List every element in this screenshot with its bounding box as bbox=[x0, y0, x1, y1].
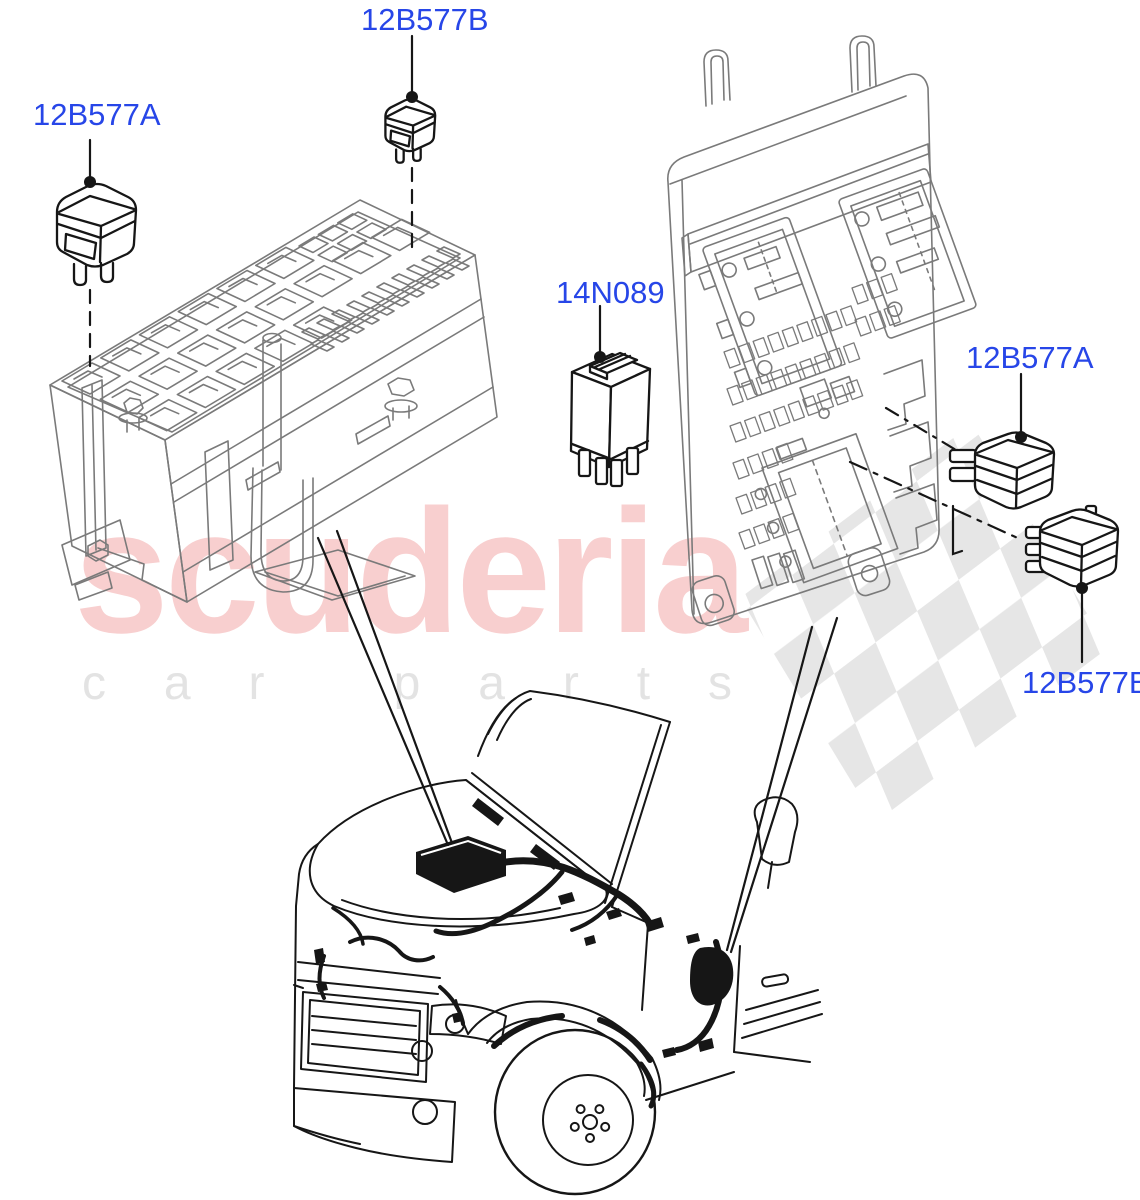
engine-relay-a-illustration bbox=[55, 182, 138, 287]
flasher-relay-illustration bbox=[569, 351, 652, 488]
part-label-engine-relay-b[interactable]: 12B577B bbox=[361, 2, 489, 37]
part-label-passenger-relay-b[interactable]: 12B577B bbox=[1022, 665, 1140, 700]
assembly-dashed-lines bbox=[88, 166, 1024, 556]
engine-relay-b-illustration bbox=[384, 98, 436, 164]
part-label-flasher-relay[interactable]: 14N089 bbox=[556, 275, 665, 310]
part-label-passenger-relay-a[interactable]: 12B577A bbox=[966, 340, 1094, 375]
watermark-checkered-flag bbox=[740, 424, 1108, 822]
harness-box-highlight bbox=[420, 839, 502, 856]
callout-dots bbox=[84, 91, 1088, 594]
passenger-relay-a-illustration bbox=[948, 431, 1056, 510]
vehicle-illustration bbox=[293, 690, 823, 1196]
engine-junction-box-illustration bbox=[49, 199, 498, 603]
callout-leader-lines bbox=[88, 34, 1084, 954]
passenger-junction-box-illustration bbox=[667, 35, 977, 627]
watermark-brand-text: scuderia bbox=[74, 474, 749, 670]
engine-harness-illustration bbox=[314, 798, 734, 1058]
passenger-relay-b-illustration bbox=[1024, 504, 1120, 588]
part-label-engine-relay-a[interactable]: 12B577A bbox=[33, 97, 161, 132]
harness-runs-illustration bbox=[317, 857, 725, 1109]
